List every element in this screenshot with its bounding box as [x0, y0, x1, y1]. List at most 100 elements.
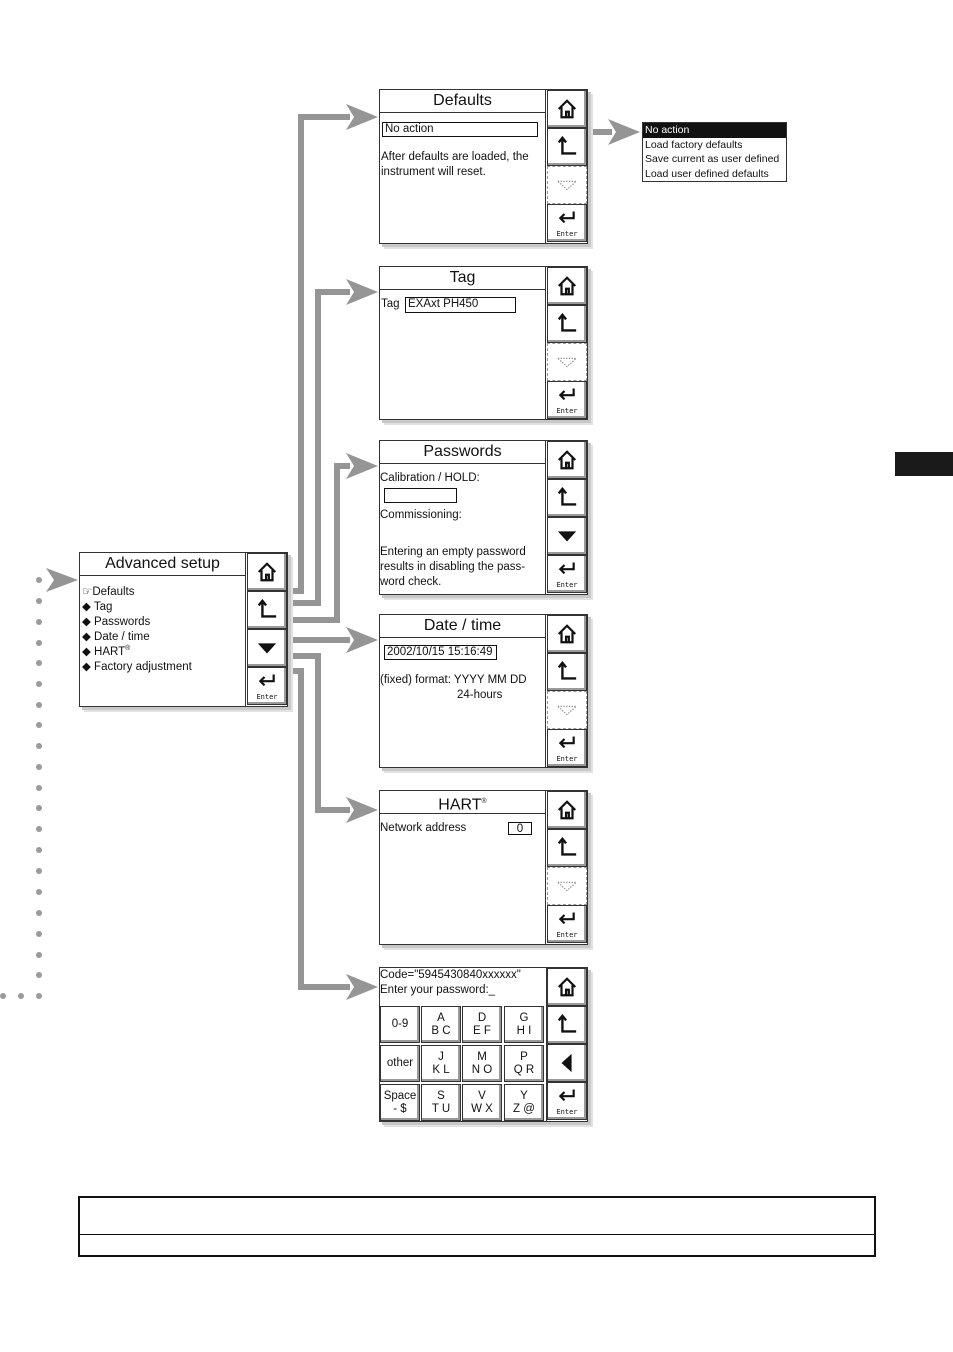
- calibration-password-input[interactable]: [384, 488, 457, 503]
- diamond-bullet-icon: ◆: [82, 616, 95, 628]
- passwords-note: Entering an empty password: [380, 546, 526, 558]
- passwords-note-3: word check.: [380, 576, 442, 588]
- home-button[interactable]: [547, 441, 587, 479]
- enter-button[interactable]: Enter: [247, 667, 287, 705]
- network-address-input[interactable]: 0: [508, 822, 532, 835]
- option-save-user-defined[interactable]: Save current as user defined: [645, 153, 780, 165]
- tag-input[interactable]: EXAxt PH450: [405, 297, 516, 313]
- wire-factory: [286, 668, 350, 990]
- password-prompt[interactable]: Enter your password:_: [380, 984, 496, 996]
- tag-label: Tag: [381, 298, 400, 310]
- date-time-title: Date / time: [380, 615, 545, 638]
- passwords-note-2: results in disabling the pass-: [380, 561, 526, 573]
- enter-button[interactable]: Enter: [547, 905, 587, 943]
- backspace-button[interactable]: [547, 1044, 587, 1082]
- back-button[interactable]: [547, 653, 587, 691]
- enter-icon: [557, 910, 577, 930]
- option-no-action[interactable]: No action: [643, 123, 786, 138]
- option-load-factory-defaults[interactable]: Load factory defaults: [645, 138, 743, 151]
- left-arrow-icon: [556, 1052, 578, 1074]
- footer-divider: [80, 1234, 874, 1235]
- commissioning-label: Commissioning:: [380, 509, 462, 521]
- hart-screen: HART® Network address 0 Enter: [379, 790, 588, 945]
- down-button[interactable]: [247, 629, 287, 667]
- down-arrow-icon: [556, 351, 578, 373]
- arrowhead-defaults: [346, 104, 378, 130]
- diamond-bullet-icon: ◆: [82, 646, 95, 658]
- home-button[interactable]: [247, 553, 287, 591]
- defaults-options-list: No action Load factory defaults Save cur…: [642, 122, 787, 182]
- enter-button[interactable]: Enter: [547, 729, 587, 767]
- menu-item-factory-adjustment[interactable]: ◆ Factory adjustment: [82, 661, 192, 673]
- home-button[interactable]: [547, 90, 587, 128]
- defaults-select[interactable]: No action: [382, 122, 538, 137]
- option-load-user-defined[interactable]: Load user defined defaults: [645, 167, 769, 180]
- back-button[interactable]: [547, 829, 587, 867]
- arrowhead-factory: [346, 974, 378, 1000]
- home-icon: [556, 449, 578, 471]
- home-button[interactable]: [547, 791, 587, 829]
- menu-item-defaults[interactable]: ☞Defaults: [82, 586, 135, 598]
- diamond-bullet-icon: ◆: [82, 631, 95, 643]
- defaults-note: After defaults are loaded, the: [381, 151, 529, 163]
- arrowhead-entry: [46, 568, 78, 592]
- enter-icon: [557, 560, 577, 580]
- home-icon: [556, 799, 578, 821]
- key-digits[interactable]: 0-9: [380, 1006, 420, 1043]
- back-button[interactable]: [547, 1006, 587, 1044]
- down-button-disabled: [547, 691, 587, 729]
- menu-item-date-time[interactable]: ◆ Date / time: [82, 631, 150, 643]
- down-button-disabled: [547, 166, 587, 204]
- menu-item-passwords[interactable]: ◆ Passwords: [82, 616, 151, 628]
- calibration-label: Calibration / HOLD:: [380, 472, 480, 484]
- date-time-screen: Date / time 2002/10/15 15:16:49 (fixed) …: [379, 614, 588, 768]
- key-other[interactable]: other: [380, 1045, 420, 1082]
- back-icon: [556, 487, 578, 509]
- menu-item-tag[interactable]: ◆ Tag: [82, 601, 113, 613]
- enter-icon: [557, 386, 577, 406]
- home-button[interactable]: [547, 968, 587, 1006]
- passwords-title: Passwords: [380, 441, 545, 464]
- back-button[interactable]: [547, 305, 587, 343]
- home-icon: [556, 976, 578, 998]
- back-button[interactable]: [247, 591, 287, 629]
- enter-button[interactable]: Enter: [547, 381, 587, 419]
- pointing-hand-icon: ☞: [82, 586, 93, 598]
- passwords-screen: Passwords Calibration / HOLD: Commission…: [379, 440, 588, 595]
- wire-tag: [286, 289, 350, 606]
- down-button[interactable]: [547, 517, 587, 555]
- enter-icon: [557, 734, 577, 754]
- time-format-label: 24-hours: [457, 689, 503, 701]
- back-button[interactable]: [547, 128, 587, 166]
- tag-title: Tag: [380, 267, 545, 290]
- home-button[interactable]: [547, 615, 587, 653]
- down-arrow-icon: [556, 174, 578, 196]
- back-icon: [556, 837, 578, 859]
- factory-code-line: Code="5945430840xxxxxx": [380, 969, 521, 981]
- wire-hart: [286, 653, 350, 813]
- key-space[interactable]: Space- $: [380, 1084, 420, 1121]
- advanced-setup-screen: Advanced setup ☞Defaults ◆ Tag ◆ Passwor…: [79, 552, 288, 707]
- home-button[interactable]: [547, 267, 587, 305]
- date-time-input[interactable]: 2002/10/15 15:16:49: [384, 645, 497, 660]
- down-button-disabled: [547, 867, 587, 905]
- back-icon: [556, 1014, 578, 1036]
- advanced-setup-content: Advanced setup ☞Defaults ◆ Tag ◆ Passwor…: [80, 553, 246, 706]
- menu-item-hart[interactable]: ◆ HART®: [82, 645, 131, 658]
- enter-button[interactable]: Enter: [547, 1082, 587, 1120]
- diamond-bullet-icon: ◆: [82, 661, 95, 673]
- enter-icon: [257, 672, 277, 692]
- back-button[interactable]: [547, 479, 587, 517]
- enter-button[interactable]: Enter: [547, 204, 587, 242]
- enter-button[interactable]: Enter: [547, 555, 587, 593]
